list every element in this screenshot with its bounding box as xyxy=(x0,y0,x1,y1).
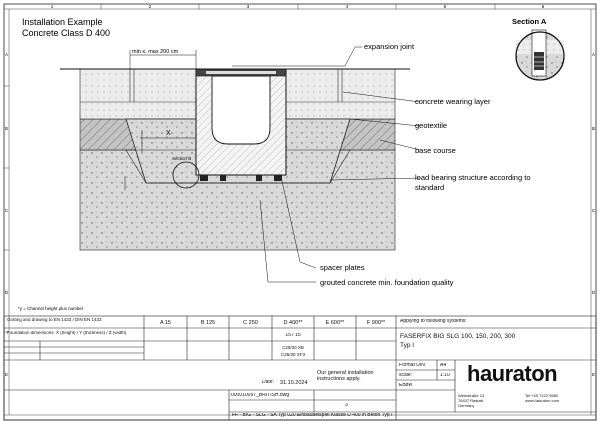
grid-label-side: B xyxy=(592,126,595,131)
revision: 3 xyxy=(345,403,348,408)
grid-label-side: E xyxy=(5,372,8,377)
load-class-cell: B 125 xyxy=(200,320,216,326)
callout-load-bearing: load bearing structure according to xyxy=(415,173,531,182)
grid-label-top: 6 xyxy=(542,4,545,9)
systems-text: FASERFIX BIG SLG 100, 150, 200, 300 xyxy=(400,333,516,340)
load-class-cell: A 15 xyxy=(159,320,171,326)
grid-label-top: 5 xyxy=(444,4,447,9)
website: www.hauraton.com xyxy=(525,399,560,403)
drawing-id: EB8w xyxy=(399,383,413,388)
load-class-cell: C 250 xyxy=(243,320,258,326)
load-class-cell: E 600** xyxy=(325,320,345,326)
date-label: Date: xyxy=(262,380,274,385)
drawing-number: 000010057_BRITISH.dwg xyxy=(231,393,290,398)
row1-label: Grating and drawing to EN 1433 / DIN EN … xyxy=(7,318,102,322)
format-value: A4 xyxy=(440,363,447,368)
d400-dimension-value: 15 / 15 xyxy=(285,333,301,338)
grid-label-side: A xyxy=(592,52,595,57)
dimension-top-gap: min x, max 200 cm xyxy=(132,49,179,55)
load-class-cell: D 400** xyxy=(283,320,303,326)
cross-section xyxy=(60,50,410,251)
dimension-x-mark: X xyxy=(166,130,171,137)
callout-wearing-layer: concrete wearing layer xyxy=(415,97,491,106)
concrete-class-value: C25/30 XB xyxy=(282,346,304,350)
type-text: Typ I xyxy=(400,342,415,349)
grid-label-side: C xyxy=(592,208,596,213)
footer-line: FF - BIG - SLG - SA Typ 020 Einbaubeispi… xyxy=(232,413,393,418)
grid-label-top: 3 xyxy=(247,4,250,9)
callout-geotextile: geotextile xyxy=(415,121,447,130)
row2-label: Foundation dimensions: X (height) / Y (t… xyxy=(7,331,127,335)
callout-spacer-plates: spacer plates xyxy=(320,263,365,272)
installation-disclaimer: Our general installation instructions ap… xyxy=(317,370,374,383)
grid-label-top: 1 xyxy=(51,4,54,9)
phone: Tel +49 7222 9580 xyxy=(525,394,559,398)
concrete-class-value-2: C25/30 XF3 xyxy=(280,353,305,357)
grid-label-top: 4 xyxy=(346,4,349,9)
callout-leaders xyxy=(232,46,421,283)
callout-grouted-concrete: grouted concrete min. foundation quality xyxy=(320,278,454,287)
load-class-cell: F 900** xyxy=(366,320,386,326)
address-line-3: Germany xyxy=(458,404,475,408)
grid-label-side: A xyxy=(5,52,8,57)
brand-logo: hauraton xyxy=(467,362,558,386)
callout-load-bearing-2: standard xyxy=(415,183,444,192)
detail-b-label: Section B xyxy=(172,156,191,161)
section-a-label: Section A xyxy=(512,17,547,26)
grid-label-side: C xyxy=(5,208,9,213)
footnote: *y = Channel height plus number xyxy=(18,306,84,311)
grid-label-side: D xyxy=(5,290,9,295)
title-block xyxy=(3,315,597,421)
address-line-2: 76437 Rastatt xyxy=(458,399,483,403)
callout-expansion-joint: expansion joint xyxy=(364,42,415,51)
applying-label: Applying to following systems: xyxy=(400,319,467,324)
date-value: 31.10.2024 xyxy=(280,380,308,386)
grid-label-top: 2 xyxy=(149,4,152,9)
format-label: Format DIN xyxy=(399,363,425,368)
address-line-1: Werkstraße 13 xyxy=(458,394,485,398)
title-line-1: Installation Example xyxy=(22,17,103,27)
callout-base-course: base course xyxy=(415,146,456,155)
title-line-2: Concrete Class D 400 xyxy=(22,28,110,38)
section-a-detail xyxy=(515,29,565,81)
scale-value: 1:10 xyxy=(440,373,450,378)
scale-label: scale: xyxy=(399,373,413,378)
grid-label-side: E xyxy=(592,372,595,377)
grid-label-side: B xyxy=(5,126,8,131)
grid-label-side: D xyxy=(592,290,596,295)
